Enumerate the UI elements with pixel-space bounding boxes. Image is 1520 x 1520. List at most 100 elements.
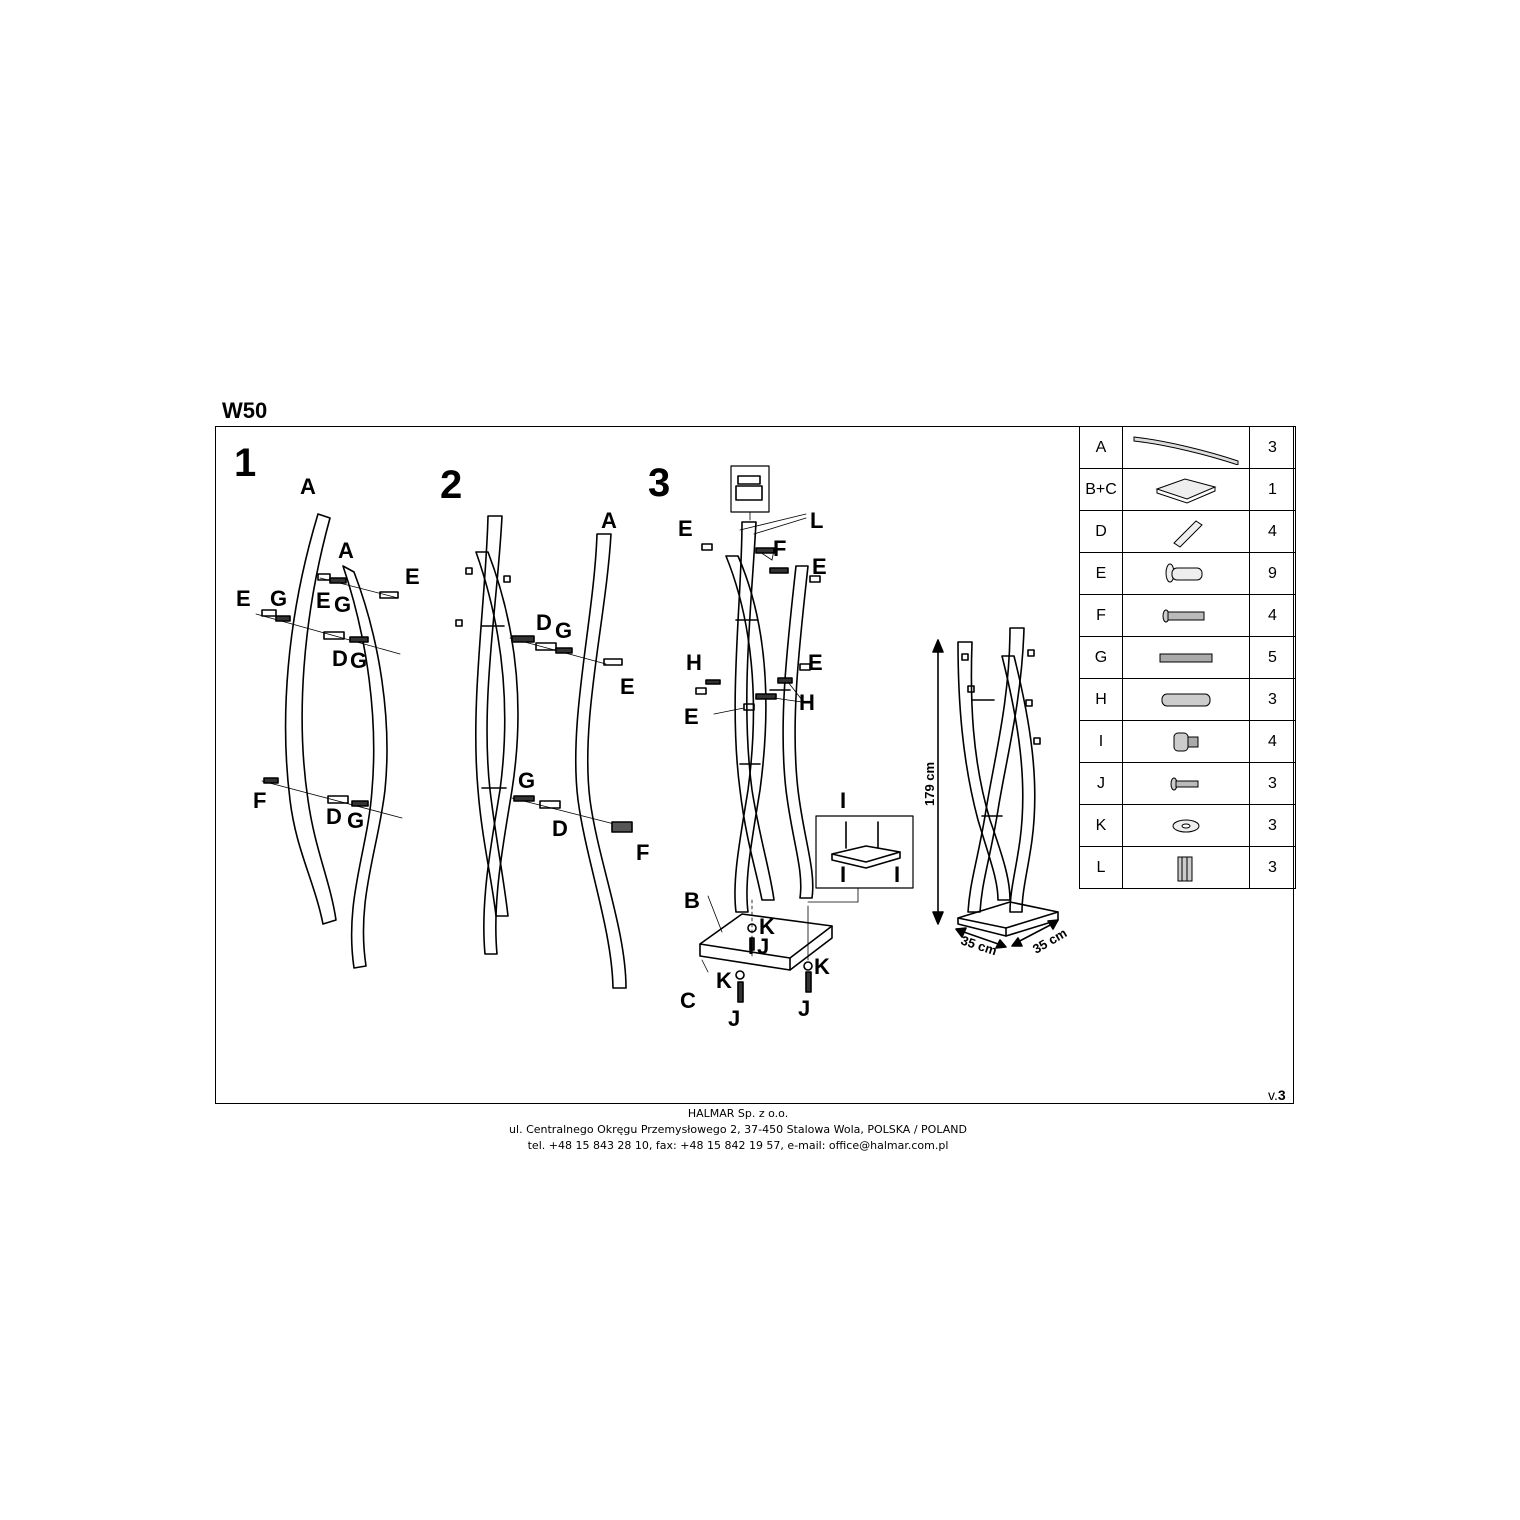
step1-label-d: D — [332, 646, 348, 671]
part-qty: 3 — [1249, 762, 1296, 805]
company-contact: tel. +48 15 843 28 10, fax: +48 15 842 1… — [527, 1139, 949, 1152]
part-qty: 9 — [1249, 552, 1296, 595]
step3-frame — [725, 521, 814, 913]
step3-label-i: I — [748, 934, 754, 959]
company-name: HALMAR Sp. z o.o. — [687, 1107, 789, 1120]
dowel-icon — [1173, 519, 1203, 548]
dimension-depth: 35 cm — [1030, 925, 1069, 956]
step2-label-e: E — [620, 674, 635, 699]
step3-label-h2: H — [799, 690, 815, 715]
step1-label-g3: G — [350, 648, 367, 673]
parts-row: K 3 — [1079, 804, 1296, 847]
step3-label-i4: I — [894, 862, 900, 887]
step2-bar-right — [574, 533, 627, 989]
part-code: F — [1079, 594, 1123, 637]
step3-label-k: K — [759, 914, 775, 939]
part-qty: 5 — [1249, 636, 1296, 679]
part-qty: 3 — [1249, 426, 1296, 469]
parts-row: A 3 — [1079, 426, 1296, 469]
part-qty: 1 — [1249, 468, 1296, 511]
part-code: A — [1079, 426, 1123, 469]
step-number-1: 1 — [234, 441, 256, 485]
step3-label-e: E — [678, 516, 693, 541]
step1-label-g4: G — [347, 808, 364, 833]
step3-label-i3: I — [840, 862, 846, 887]
part-code: I — [1079, 720, 1123, 763]
parts-row: E 9 — [1079, 552, 1296, 595]
spring-icon — [1161, 693, 1211, 706]
curved-bar-icon — [1133, 435, 1239, 465]
step3-label-e4: E — [684, 704, 699, 729]
part-code: J — [1079, 762, 1123, 805]
step1-label-d2: D — [326, 804, 342, 829]
step3-foot-inset — [807, 815, 914, 903]
threaded-rod-icon — [1159, 653, 1213, 662]
step2-label-f: F — [636, 840, 649, 865]
hook-peg-icon — [1165, 563, 1203, 582]
finished-stand — [957, 627, 1059, 937]
parts-row: I 4 — [1079, 720, 1296, 763]
step1-label-a: A — [300, 474, 316, 499]
model-title: W50 — [222, 398, 268, 423]
long-screw-icon — [1162, 609, 1205, 622]
step3-label-j2: J — [728, 1006, 740, 1031]
step3-label-j3: J — [798, 996, 810, 1021]
part-qty: 3 — [1249, 804, 1296, 847]
step3-label-e2: E — [812, 554, 827, 579]
part-qty: 4 — [1249, 720, 1296, 763]
company-address: ul. Centralnego Okręgu Przemysłowego 2, … — [509, 1123, 967, 1136]
step3-label-l: L — [810, 508, 823, 533]
step3-label-c: C — [680, 988, 696, 1013]
parts-row: L 3 — [1079, 846, 1296, 889]
parts-list: A 3 B+C 1 D 4 E 9 F 4 G 5 — [1079, 426, 1296, 889]
step2-label-d2: D — [552, 816, 568, 841]
step1-label-g2: G — [334, 592, 351, 617]
part-code: B+C — [1079, 468, 1123, 511]
step3-label-b: B — [684, 888, 700, 913]
peg-e — [261, 609, 277, 617]
part-qty: 4 — [1249, 510, 1296, 553]
version-label: v.3 — [1268, 1087, 1286, 1103]
parts-row: J 3 — [1079, 762, 1296, 805]
step3-label-e3: E — [808, 650, 823, 675]
step-number-2: 2 — [440, 463, 462, 507]
step-number-3: 3 — [648, 461, 670, 505]
step3-label-h: H — [686, 650, 702, 675]
parts-row: H 3 — [1079, 678, 1296, 721]
company-footer: HALMAR Sp. z o.o. ul. Centralnego Okręgu… — [0, 1106, 1476, 1154]
part-qty: 4 — [1249, 594, 1296, 637]
step3-label-j: J — [757, 934, 769, 959]
bolt-icon — [1170, 777, 1199, 790]
part-code: L — [1079, 846, 1123, 889]
part-code: H — [1079, 678, 1123, 721]
parts-row: G 5 — [1079, 636, 1296, 679]
step2-label-g: G — [555, 618, 572, 643]
version-prefix: v. — [1268, 1087, 1278, 1103]
part-code: G — [1079, 636, 1123, 679]
parts-row: D 4 — [1079, 510, 1296, 553]
base-plate-icon — [1155, 477, 1217, 504]
step3-base — [699, 913, 833, 971]
step2-frame-left — [474, 515, 519, 955]
step1-label-e3: E — [316, 588, 331, 613]
part-qty: 3 — [1249, 678, 1296, 721]
part-code: D — [1079, 510, 1123, 553]
version-number: 3 — [1277, 1087, 1286, 1103]
step2-label-g2: G — [518, 768, 535, 793]
part-code: E — [1079, 552, 1123, 595]
step3-label-i2: I — [840, 788, 846, 813]
step1-label-e2: E — [236, 586, 251, 611]
part-qty: 3 — [1249, 846, 1296, 889]
step1-label-a2: A — [338, 538, 354, 563]
step1-bar-right — [342, 565, 388, 969]
parts-row: B+C 1 — [1079, 468, 1296, 511]
foot-screw-icon — [1173, 732, 1199, 751]
step1-label-f: F — [253, 788, 266, 813]
end-cap-icon — [1177, 856, 1193, 881]
step3-detail-inset — [730, 465, 770, 521]
step1-bar-left — [284, 513, 337, 925]
step2-label-a: A — [601, 508, 617, 533]
step3-label-k2: K — [716, 968, 732, 993]
step3-label-k3: K — [814, 954, 830, 979]
